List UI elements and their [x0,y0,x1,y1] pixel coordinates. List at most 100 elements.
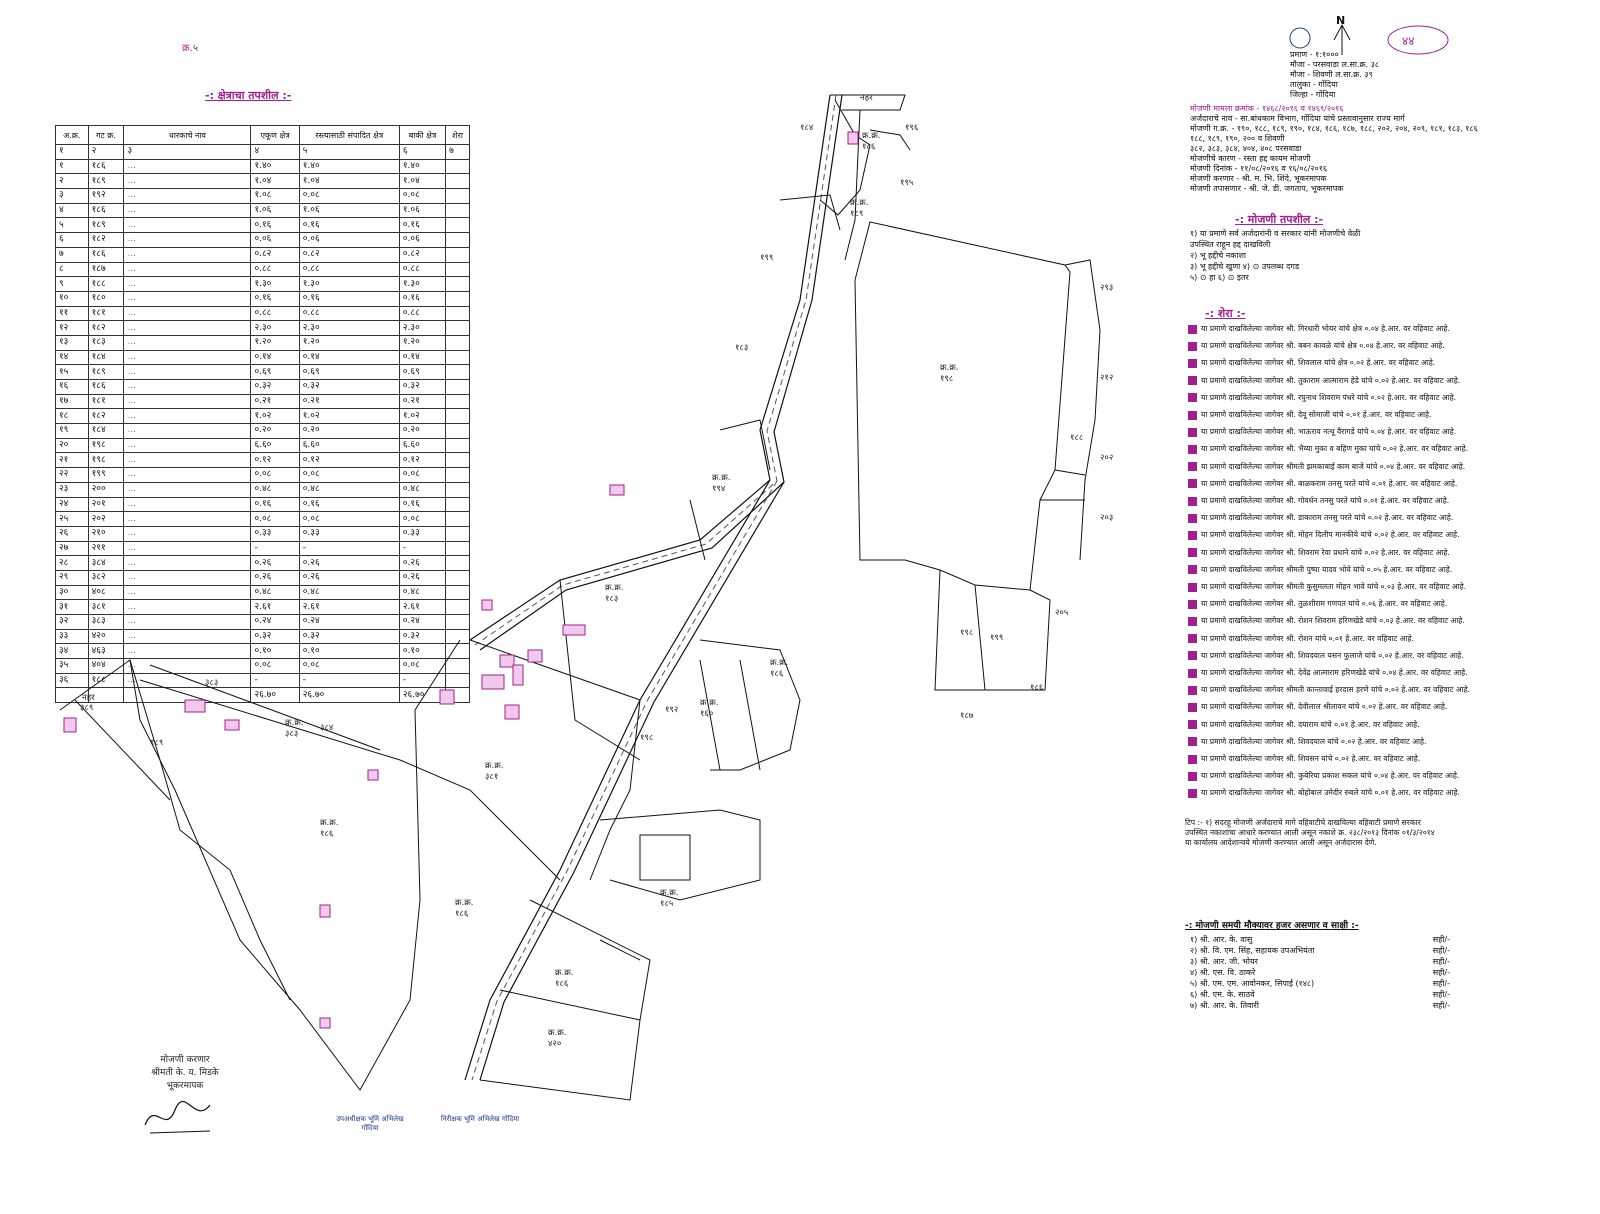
footnote-line: उपस्थित नकाशाचा आधारे करण्यात आली असून न… [1185,828,1435,837]
footnote: टिप :- १) सदरहू मोजणी अर्जदाराचे मागे वह… [1185,818,1590,848]
note-item: या प्रमाणे दाखविलेल्या जागेवर श्री. शिवल… [1188,354,1593,371]
table-cell: १.०२ [250,408,300,425]
stamp-2: निरीक्षक भूमि अभिलेख गोंदिया [440,1115,520,1123]
table-cell: ०.१४ [250,349,300,366]
signature-scribble [144,1101,211,1134]
table-cell [445,246,470,263]
note-marker-icon [1188,427,1197,437]
plot-label: क्र.क्र. [862,131,880,141]
survey-number-label: ३८३ [205,678,218,688]
plot-label: क्र.क्र. [555,968,573,978]
plot-label: १८५ [660,899,673,909]
legend-list: १) या प्रमाणे सर्व अर्जदारांनी व सरकार य… [1190,228,1590,283]
canal-label: नहर [82,693,95,703]
survey-numbers-2: १८८, १८९, १९०, २०० व शिवणी [1190,134,1285,143]
header-details: मोजणी मामला क्रमांक - १४६८/२०१६ व १४६९/२… [1190,104,1590,194]
witness-row: ७) श्री. आर. के. तिवारीसही/- [1190,1001,1450,1010]
table-cell: १.०२ [398,408,447,425]
surveyor-name: श्रीमती के. य. मिडके [151,1068,219,1078]
table-cell [445,452,470,469]
plot-label: १८६ [320,829,334,839]
col-serial: ७ [445,144,470,160]
plot-label: १९४ [712,484,725,494]
table-cell: २.३० [250,320,300,336]
survey-number-label: २०५ [1055,608,1068,618]
survey-reason: मोजणीचे कारण - रस्ता हद्द कायम मोजणी [1190,154,1311,163]
table-cell [445,364,470,380]
header-line: मौजा - परसवाडा ल.सा.क्र. ३८ [1290,60,1380,69]
surveyor-post: भूकरमापक [166,1081,204,1091]
table-cell [445,320,470,336]
table-cell: १८४ [87,349,125,366]
col-header: रस्त्यासाठी संपादित क्षेत्र [298,125,400,145]
table-cell: ६.६० [298,437,400,454]
plot-label: क्र.क्र. [285,718,303,728]
survey-number-label: २१२ [1100,373,1113,383]
col-header: एकूण क्षेत्र [250,125,300,145]
table-cell [445,496,470,513]
plot-label: क्र.क्र. [712,473,730,483]
table-cell: २६.७० [250,687,300,704]
note-item: या प्रमाणे दाखविलेल्या जागेवर श्री. कुबे… [1188,767,1593,784]
survey-numbers-3: ३८२, ३८३, ३८४, ४०४, ४०८ परसवाडा [1190,144,1302,153]
table-cell: ०.२० [250,423,300,439]
surveyor-title: मोजणी करणार [160,1055,210,1065]
footnote-line: या कार्यालय आदेशान्वये मोजणी करण्यात आली… [1185,838,1377,847]
note-item: या प्रमाणे दाखविलेल्या जागेवर श्री. तुका… [1188,372,1593,389]
table-cell: ०.८२ [398,246,447,263]
survey-number-label: १८३ [735,343,748,353]
table-cell: ०.४८ [298,481,400,498]
survey-number-label: १८४ [800,123,813,133]
note-item: या प्रमाणे दाखविलेल्या जागेवर श्री. गिरध… [1188,320,1593,337]
note-item: या प्रमाणे दाखविलेल्या जागेवर श्री. रोशन… [1188,630,1593,647]
note-item: या प्रमाणे दाखविलेल्या जागेवर श्री. भैय्… [1188,440,1593,457]
table-cell: १७ [55,393,89,410]
note-marker-icon [1188,685,1197,695]
table-cell: ०.८८ [298,305,400,322]
note-marker-icon [1188,513,1197,523]
table-cell: ०.३२ [398,379,447,395]
table-cell: १४ [55,349,89,366]
scale-text: प्रमाण - १:१००० [1290,50,1339,59]
case-number: मोजणी मामला क्रमांक - १४६८/२०१६ व १४६९/२… [1190,104,1344,113]
notes-heading: -: शेरा :- [1205,307,1246,320]
table-cell: ६.६० [398,437,447,454]
table-cell: १३ [55,334,89,351]
stamp-1: उपअधीक्षक भूमि अभिलेख गोंदिया [336,1115,404,1132]
legend-item: ३) भू हद्दीचे खुणा ४) ⊙ उपलब्ध दगड [1190,262,1300,271]
note-marker-icon [1188,376,1197,386]
survey-number-label: १९५ [900,178,913,188]
col-header: गट क्र. [87,125,125,145]
plot-label: १८६ [862,142,876,152]
witness-row: ४) श्री. एस. वि. ठाकरेसही/- [1190,968,1450,977]
survey-number-label: १९८ [640,733,653,743]
note-item: या प्रमाणे दाखविलेल्या जागेवर श्री. रोशन… [1188,612,1593,629]
table-cell: १.३० [398,276,447,292]
note-marker-icon [1188,410,1197,420]
note-marker-icon [1188,668,1197,678]
table-cell: ०.१२ [398,452,447,469]
plot-label: क्र.क्र. [605,583,623,593]
header-line: जिल्हा - गोंदिया [1290,90,1336,99]
plot-label: क्र.क्र. [850,198,868,208]
table-cell: १५ [55,364,89,380]
note-marker-icon [1188,462,1197,472]
footnote-line: टिप :- १) सदरहू मोजणी अर्जदाराचे मागे वह… [1185,818,1421,827]
plot-label: क्र.क्र. [548,1028,566,1038]
witness-row: ५) श्री. एम. एम. आवोनकर, सिपाई (१४८)सही/… [1190,979,1450,988]
plot-label: क्र.क्र. [770,658,788,668]
table-cell: ०.२१ [398,393,447,410]
survey-number-label: १९२ [665,705,678,715]
canal-label: नहर [860,93,873,103]
compass-icon [1289,23,1351,55]
note-marker-icon [1188,393,1197,403]
